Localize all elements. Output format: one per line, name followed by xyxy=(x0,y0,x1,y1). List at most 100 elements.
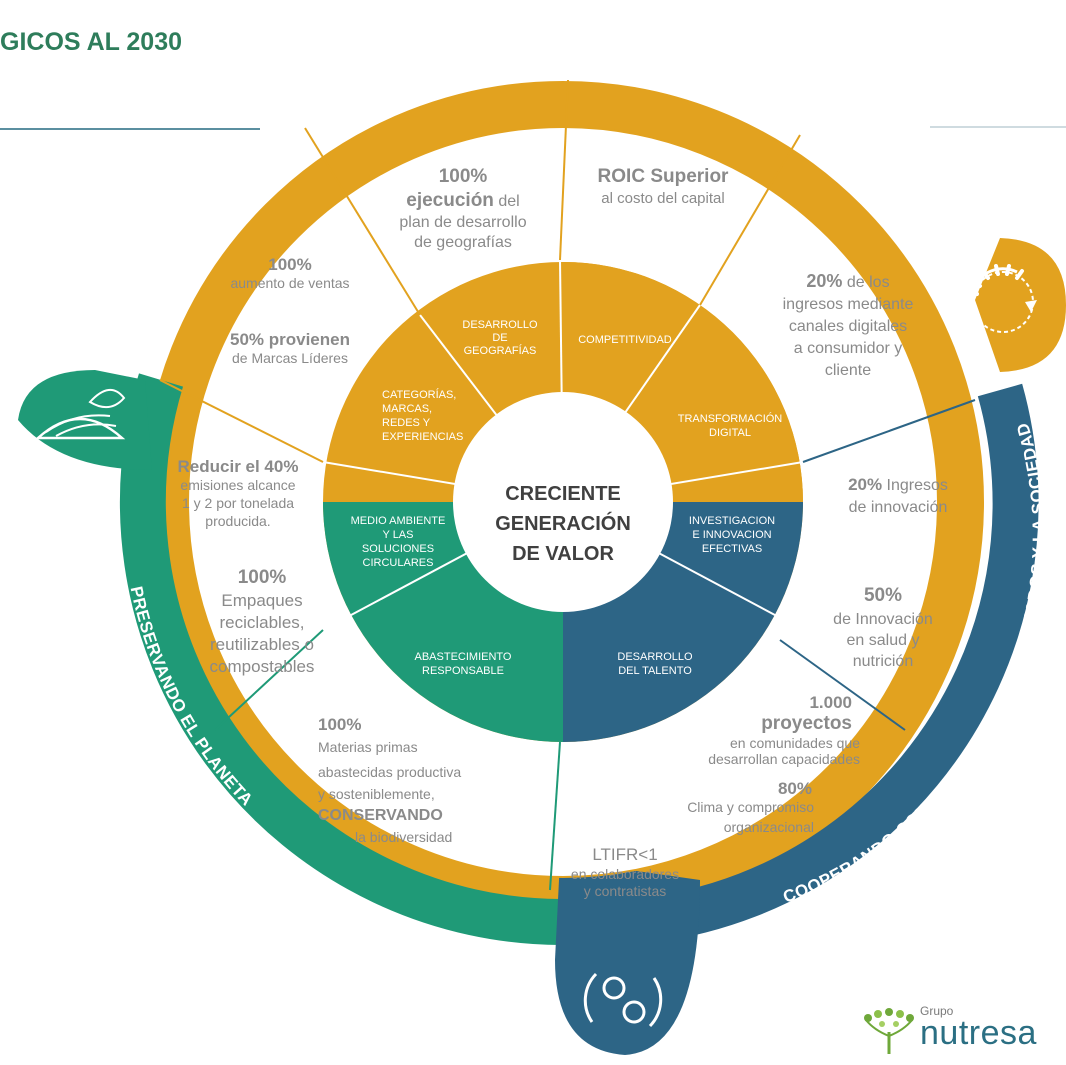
svg-text:100%: 100% xyxy=(238,567,287,588)
svg-text:20% de los: 20% de los xyxy=(806,271,889,291)
svg-text:proyectos: proyectos xyxy=(761,713,852,734)
title-divider xyxy=(0,128,260,130)
svg-text:y sosteniblemente,: y sosteniblemente, xyxy=(318,786,435,802)
outer-text-ventas: 100% aumento de ventas 50% provienen de … xyxy=(230,255,350,366)
svg-text:CIRCULARES: CIRCULARES xyxy=(363,557,434,569)
outer-text-innovacion: 20% Ingresos de innovación xyxy=(848,475,948,516)
outer-text-ltifr: LTIFR<1 en colaboradores y contratistas xyxy=(571,845,679,899)
svg-text:y contratistas: y contratistas xyxy=(584,883,666,899)
nutresa-logo: Grupo nutresa xyxy=(860,1004,1060,1064)
svg-text:DIGITAL: DIGITAL xyxy=(709,427,751,439)
outer-text-digital: 20% de los ingresos mediante canales dig… xyxy=(783,271,914,379)
progress-cycle-icon xyxy=(967,264,1037,333)
tab-blue xyxy=(555,860,700,1055)
outer-text-clima: 80% Clima y compromiso organizacional xyxy=(687,779,814,835)
svg-text:100%: 100% xyxy=(268,255,311,274)
svg-text:Reducir el 40%: Reducir el 40% xyxy=(178,457,299,476)
logo-group-text: Grupo xyxy=(920,1004,954,1018)
svg-text:20% Ingresos: 20% Ingresos xyxy=(848,475,948,494)
outer-spokes-blue xyxy=(779,399,976,731)
svg-text:LTIFR<1: LTIFR<1 xyxy=(592,845,657,864)
svg-text:aumento de ventas: aumento de ventas xyxy=(230,275,349,291)
svg-text:desarrollan capacidades: desarrollan capacidades xyxy=(708,751,860,767)
svg-text:MEDIO AMBIENTE: MEDIO AMBIENTE xyxy=(351,515,446,527)
svg-text:EXPERIENCIAS: EXPERIENCIAS xyxy=(382,431,463,443)
svg-text:GEOGRAFÍAS: GEOGRAFÍAS xyxy=(464,344,537,357)
outer-text-empaques: 100% Empaques reciclables, reutilizables… xyxy=(210,567,315,676)
inner-label-abastecimiento: ABASTECIMIENTO RESPONSABLE xyxy=(415,651,512,677)
outer-spokes-gold xyxy=(159,79,801,463)
svg-text:MARCAS,: MARCAS, xyxy=(382,403,432,415)
svg-text:en colaboradores: en colaboradores xyxy=(571,866,679,882)
outer-text-proyectos: 1.000 proyectos en comunidades que desar… xyxy=(708,693,860,767)
inner-label-categorias: CATEGORÍAS, MARCAS, REDES Y EXPERIENCIAS xyxy=(382,388,463,443)
svg-text:COMPETITIVIDAD: COMPETITIVIDAD xyxy=(578,334,672,346)
svg-text:ABASTECIMIENTO: ABASTECIMIENTO xyxy=(415,651,512,663)
outer-ring-green xyxy=(119,373,562,945)
svg-text:reutilizables o: reutilizables o xyxy=(210,635,314,654)
fields-landscape-icon xyxy=(34,389,126,440)
svg-text:100%: 100% xyxy=(318,715,361,734)
svg-text:Clima y compromiso: Clima y compromiso xyxy=(687,799,814,815)
right-divider xyxy=(930,126,1066,128)
svg-text:organizacional: organizacional xyxy=(724,819,814,835)
tree-logo-icon xyxy=(864,1008,914,1054)
center-circle xyxy=(453,392,673,612)
svg-text:1.000: 1.000 xyxy=(809,693,852,712)
outer-text-geografias: 100% ejecución del plan de desarrollo de… xyxy=(399,166,526,251)
svg-text:Empaques: Empaques xyxy=(221,591,302,610)
svg-text:cliente: cliente xyxy=(825,362,871,379)
svg-text:EFECTIVAS: EFECTIVAS xyxy=(702,543,762,555)
svg-text:ROIC Superior: ROIC Superior xyxy=(598,166,730,187)
svg-text:compostables: compostables xyxy=(210,657,315,676)
svg-text:de Marcas Líderes: de Marcas Líderes xyxy=(232,350,348,366)
inner-label-transformacion-digital: TRANSFORMACIÓN DIGITAL xyxy=(678,412,783,439)
outer-text-emisiones: Reducir el 40% emisiones alcance 1 y 2 p… xyxy=(178,457,299,529)
inner-label-desarrollo-talento: DESARROLLO DEL TALENTO xyxy=(617,651,693,677)
outer-text-materias: 100% Materias primas abastecidas product… xyxy=(318,715,461,845)
svg-text:al costo del capital: al costo del capital xyxy=(601,190,724,207)
svg-text:DE: DE xyxy=(492,332,507,344)
svg-text:DEL TALENTO: DEL TALENTO xyxy=(618,665,692,677)
svg-text:1 y 2 por tonelada: 1 y 2 por tonelada xyxy=(182,495,294,511)
svg-text:DESARROLLO: DESARROLLO xyxy=(617,651,693,663)
inner-label-medio-ambiente: MEDIO AMBIENTE Y LAS SOLUCIONES CIRCULAR… xyxy=(351,515,446,569)
svg-text:plan de desarrollo: plan de desarrollo xyxy=(399,214,526,231)
svg-text:de Innovación: de Innovación xyxy=(833,611,933,628)
inner-label-desarrollo-geografias: DESARROLLO DE GEOGRAFÍAS xyxy=(462,319,538,357)
svg-text:REDES Y: REDES Y xyxy=(382,417,431,429)
svg-text:a consumidor y: a consumidor y xyxy=(794,340,903,357)
outer-text-salud: 50% de Innovación en salud y nutrición xyxy=(833,585,933,670)
svg-text:de innovación: de innovación xyxy=(849,499,948,516)
svg-text:E INNOVACION: E INNOVACION xyxy=(692,529,771,541)
svg-text:de geografías: de geografías xyxy=(414,234,512,251)
svg-text:la biodiversidad: la biodiversidad xyxy=(355,829,452,845)
center-line-2: GENERACIÓN xyxy=(495,511,631,535)
svg-text:100%: 100% xyxy=(439,166,488,187)
svg-text:50%: 50% xyxy=(864,585,902,606)
inner-label-competitividad: COMPETITIVIDAD xyxy=(578,334,672,346)
svg-text:CONSERVANDO: CONSERVANDO xyxy=(318,807,443,824)
outer-spokes-green xyxy=(214,629,561,891)
tab-gold xyxy=(975,238,1066,372)
outer-text-roic: ROIC Superior al costo del capital xyxy=(598,166,730,207)
svg-text:abastecidas productiva: abastecidas productiva xyxy=(318,764,461,780)
svg-text:Y LAS: Y LAS xyxy=(383,529,414,541)
logo-name-text: nutresa xyxy=(920,1014,1037,1052)
svg-text:Materias primas: Materias primas xyxy=(318,739,418,755)
svg-text:RESPONSABLE: RESPONSABLE xyxy=(422,665,504,677)
center-line-1: CRECIENTE xyxy=(505,483,621,505)
svg-text:canales digitales: canales digitales xyxy=(789,318,907,335)
svg-text:emisiones alcance: emisiones alcance xyxy=(180,477,295,493)
svg-text:CATEGORÍAS,: CATEGORÍAS, xyxy=(382,388,456,401)
svg-text:en comunidades que: en comunidades que xyxy=(730,735,860,751)
inner-label-investigacion: INVESTIGACION E INNOVACION EFECTIVAS xyxy=(689,515,775,555)
svg-text:reciclables,: reciclables, xyxy=(219,613,304,632)
people-connection-icon xyxy=(583,972,663,1028)
page-title: GICOS AL 2030 xyxy=(0,28,183,56)
svg-text:en salud y: en salud y xyxy=(847,632,920,649)
svg-text:TRANSFORMACIÓN: TRANSFORMACIÓN xyxy=(678,412,783,425)
geografias-ejecucion-line: ejecución del xyxy=(406,190,519,211)
